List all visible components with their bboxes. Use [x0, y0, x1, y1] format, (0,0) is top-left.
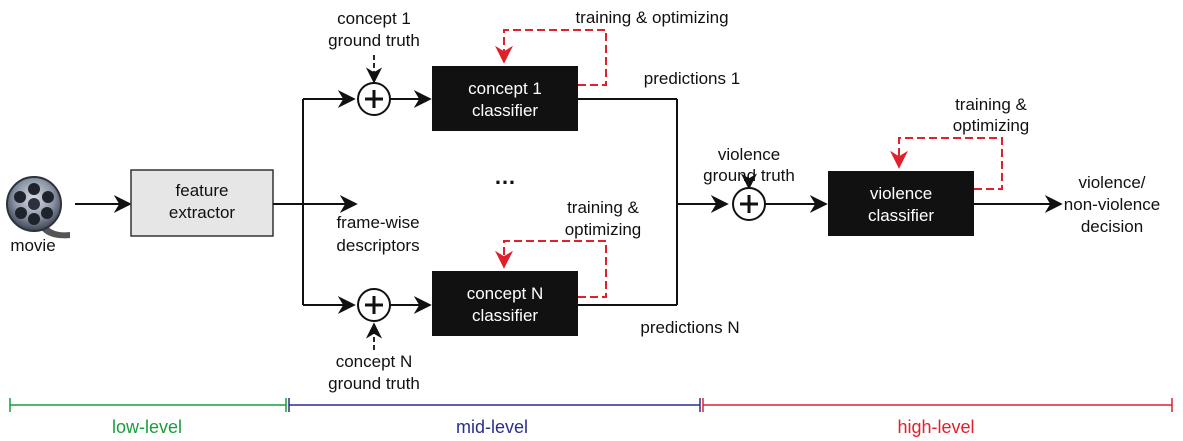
conceptN-training-label-1: training & [567, 198, 639, 217]
predictions1-label: predictions 1 [644, 69, 740, 88]
high-level-label: high-level [897, 417, 974, 437]
mid-level-label: mid-level [456, 417, 528, 437]
predictionsN-label: predictions N [640, 318, 739, 337]
feature-extractor-label-1: feature [176, 181, 229, 200]
feature-extractor-box [130, 169, 274, 237]
level-scale [9, 398, 1173, 412]
movie-label: movie [10, 236, 55, 255]
concept1-classifier-label-2: classifier [472, 101, 538, 120]
violence-classifier-label-2: classifier [868, 206, 934, 225]
decision-label-1: violence/ [1078, 173, 1145, 192]
violence-training-label-2: optimizing [953, 116, 1030, 135]
conceptN-gt-label-1: concept N [336, 352, 413, 371]
low-level-label: low-level [112, 417, 182, 437]
concept1-classifier-label-1: concept 1 [468, 79, 542, 98]
conceptN-feedback-loop [495, 240, 607, 298]
ellipsis: … [494, 164, 516, 189]
violence-feedback-loop [890, 137, 1003, 190]
decision-label-3: decision [1081, 217, 1143, 236]
conceptN-classifier-label-2: classifier [472, 306, 538, 325]
concept1-feedback-loop [495, 29, 607, 86]
concept1-classifier-box [432, 66, 578, 131]
violence-gt-label-1: violence [718, 145, 780, 164]
concept1-gt-label-1: concept 1 [337, 9, 411, 28]
conceptN-training-label-2: optimizing [565, 220, 642, 239]
conceptN-gt-label-2: ground truth [328, 374, 420, 393]
decision-label-2: non-violence [1064, 195, 1160, 214]
conceptN-classifier-label-1: concept N [467, 284, 544, 303]
violence-classifier-box [828, 171, 974, 236]
descriptors-label-1: frame-wise [336, 213, 419, 232]
conceptN-classifier-box [432, 271, 578, 336]
film-reel-icon [6, 176, 70, 239]
plus-circle-icon [732, 187, 766, 221]
violence-training-label-1: training & [955, 95, 1027, 114]
plus-circle-icon [357, 82, 391, 116]
descriptors-label-2: descriptors [336, 236, 419, 255]
violence-classifier-label-1: violence [870, 184, 932, 203]
violence-gt-label-2: ground truth [703, 166, 795, 185]
feature-extractor-label-2: extractor [169, 203, 235, 222]
plus-circle-icon [357, 288, 391, 322]
concept1-gt-label-2: ground truth [328, 31, 420, 50]
concept1-training-label: training & optimizing [575, 8, 728, 27]
